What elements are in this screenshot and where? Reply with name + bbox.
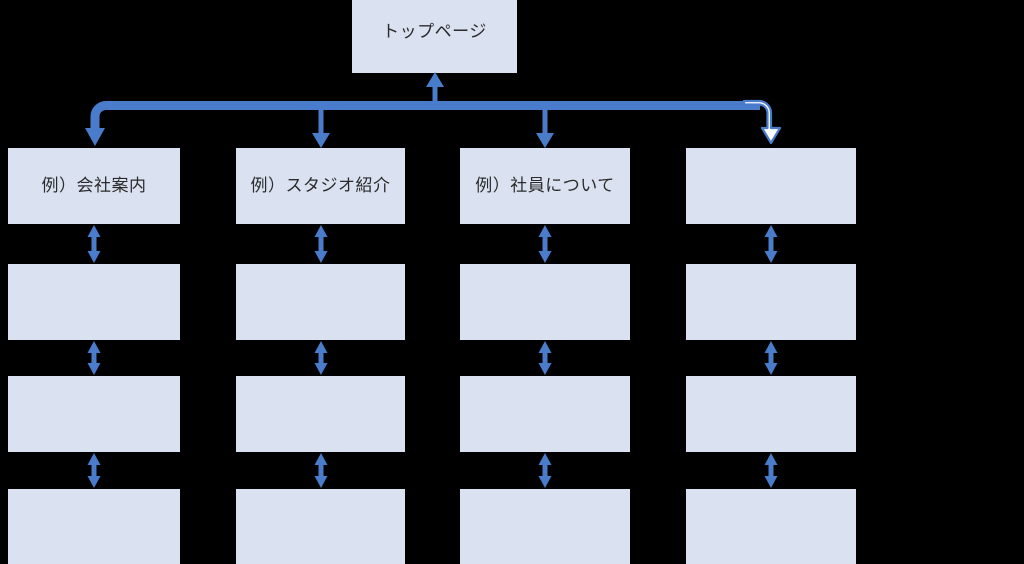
double-arrow-vertical-icon: [314, 225, 327, 263]
connector-bus-to-toppage[interactable]: [420, 70, 450, 110]
node-c2r2[interactable]: [236, 264, 405, 340]
node-c3r4[interactable]: [460, 489, 630, 564]
arrow-up-icon: [426, 72, 444, 110]
double-arrow-vertical-icon: [87, 341, 101, 375]
connector-c4r3-c4r4[interactable]: [760, 452, 782, 489]
connector-bus-to-c3r1[interactable]: [530, 103, 560, 151]
connector-c3r2-c3r3[interactable]: [534, 340, 556, 376]
double-arrow-vertical-icon: [314, 341, 327, 375]
connector-c1r3-c1r4[interactable]: [83, 452, 105, 489]
double-arrow-vertical-icon: [764, 225, 778, 263]
node-c1r2[interactable]: [8, 264, 180, 340]
node-top-page-label: トップページ: [382, 22, 487, 42]
node-c2r1-label: 例）スタジオ紹介: [250, 175, 391, 195]
node-c3r3[interactable]: [460, 376, 630, 452]
connector-c3r1-c3r2[interactable]: [534, 224, 556, 264]
double-arrow-vertical-icon: [764, 341, 778, 375]
elbow-right-down-arrow-highlighted-icon: [742, 99, 782, 145]
connector-c2r3-c2r4[interactable]: [310, 452, 332, 489]
elbow-left-down-arrow-icon: [85, 101, 134, 146]
double-arrow-vertical-icon: [538, 225, 552, 263]
connector-c1r1-c1r2[interactable]: [83, 224, 105, 264]
connector-bus-to-c1r1[interactable]: [78, 94, 134, 150]
node-c3r1-label: 例）社員について: [475, 175, 615, 195]
node-c1r1[interactable]: 例）会社案内: [8, 148, 180, 224]
connector-c4r2-c4r3[interactable]: [760, 340, 782, 376]
connector-c1r2-c1r3[interactable]: [83, 340, 105, 376]
node-c1r4[interactable]: [8, 489, 180, 564]
connector-c2r2-c2r3[interactable]: [310, 340, 332, 376]
node-c3r2[interactable]: [460, 264, 630, 340]
arrow-down-icon: [536, 103, 554, 148]
node-c4r1[interactable]: [686, 148, 856, 224]
arrow-down-icon: [312, 103, 330, 148]
double-arrow-vertical-icon: [314, 453, 327, 488]
connector-c4r1-c4r2[interactable]: [760, 224, 782, 264]
node-c4r2[interactable]: [686, 264, 856, 340]
connector-c3r3-c3r4[interactable]: [534, 452, 556, 489]
double-arrow-vertical-icon: [87, 225, 101, 263]
connector-bus-to-c4r1[interactable]: [742, 92, 804, 154]
node-c3r1[interactable]: 例）社員について: [460, 148, 630, 224]
double-arrow-vertical-icon: [538, 341, 552, 375]
double-arrow-vertical-icon: [538, 453, 552, 488]
node-c1r1-label: 例）会社案内: [41, 175, 147, 195]
connector-c2r1-c2r2[interactable]: [310, 224, 332, 264]
node-c1r3[interactable]: [8, 376, 180, 452]
node-c2r1[interactable]: 例）スタジオ紹介: [236, 148, 405, 224]
double-arrow-vertical-icon: [87, 453, 101, 488]
node-top-page[interactable]: トップページ: [352, 0, 517, 73]
node-c2r3[interactable]: [236, 376, 405, 452]
node-c4r4[interactable]: [686, 489, 856, 564]
node-c2r4[interactable]: [236, 489, 405, 564]
node-c4r3[interactable]: [686, 376, 856, 452]
double-arrow-vertical-icon: [764, 453, 778, 488]
connector-bus-to-c2r1[interactable]: [306, 103, 336, 151]
